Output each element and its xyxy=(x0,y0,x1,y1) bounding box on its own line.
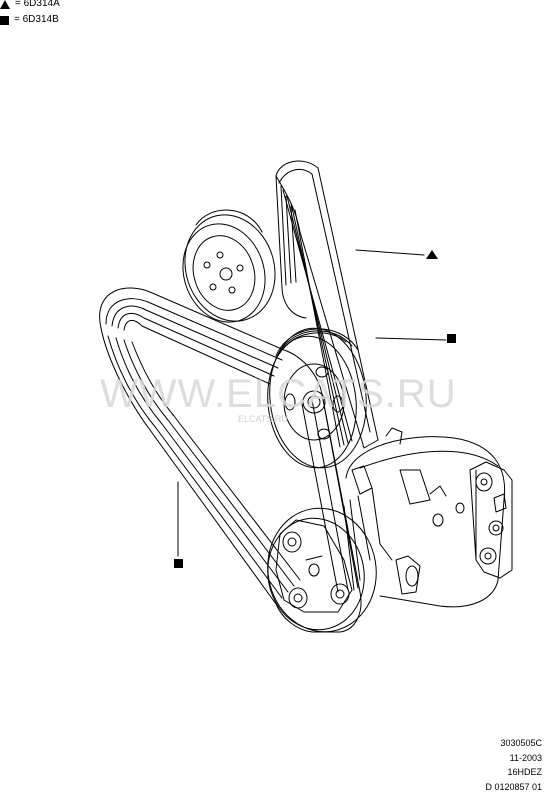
square-callout-icon xyxy=(447,334,456,343)
legend-item-6d314a: = 6D314A xyxy=(0,0,60,12)
reference-date: 11-2003 xyxy=(509,752,542,763)
reference-block: 3030505C 11-2003 16HDEZ D 0120857 01 xyxy=(485,736,542,794)
square-callout-icon xyxy=(174,559,183,568)
triangle-icon xyxy=(0,0,10,9)
square-icon xyxy=(0,15,9,25)
triangle-callout-icon xyxy=(426,250,438,259)
reference-engine: 16HDEZ xyxy=(507,767,542,777)
legend-label: = 6D314B xyxy=(14,14,59,25)
legend-item-6d314b: = 6D314B xyxy=(0,12,60,28)
legend-label: = 6D314A xyxy=(15,0,60,9)
reference-code: 3030505C xyxy=(500,738,542,748)
legend: = 6D314A = 6D314B xyxy=(0,0,60,28)
compressor-body xyxy=(343,427,513,608)
top-pulley xyxy=(182,209,276,323)
watermark-sub: ELCATS.RU xyxy=(238,414,288,424)
leader-lines xyxy=(177,249,447,557)
bottom-pulley xyxy=(267,507,377,633)
reference-drawing-number: D 0120857 01 xyxy=(485,781,542,792)
center-pulley xyxy=(267,327,367,469)
upper-belt xyxy=(275,160,379,449)
watermark: WWW.ELCATS.RU xyxy=(100,372,457,416)
lower-belt xyxy=(99,287,362,633)
